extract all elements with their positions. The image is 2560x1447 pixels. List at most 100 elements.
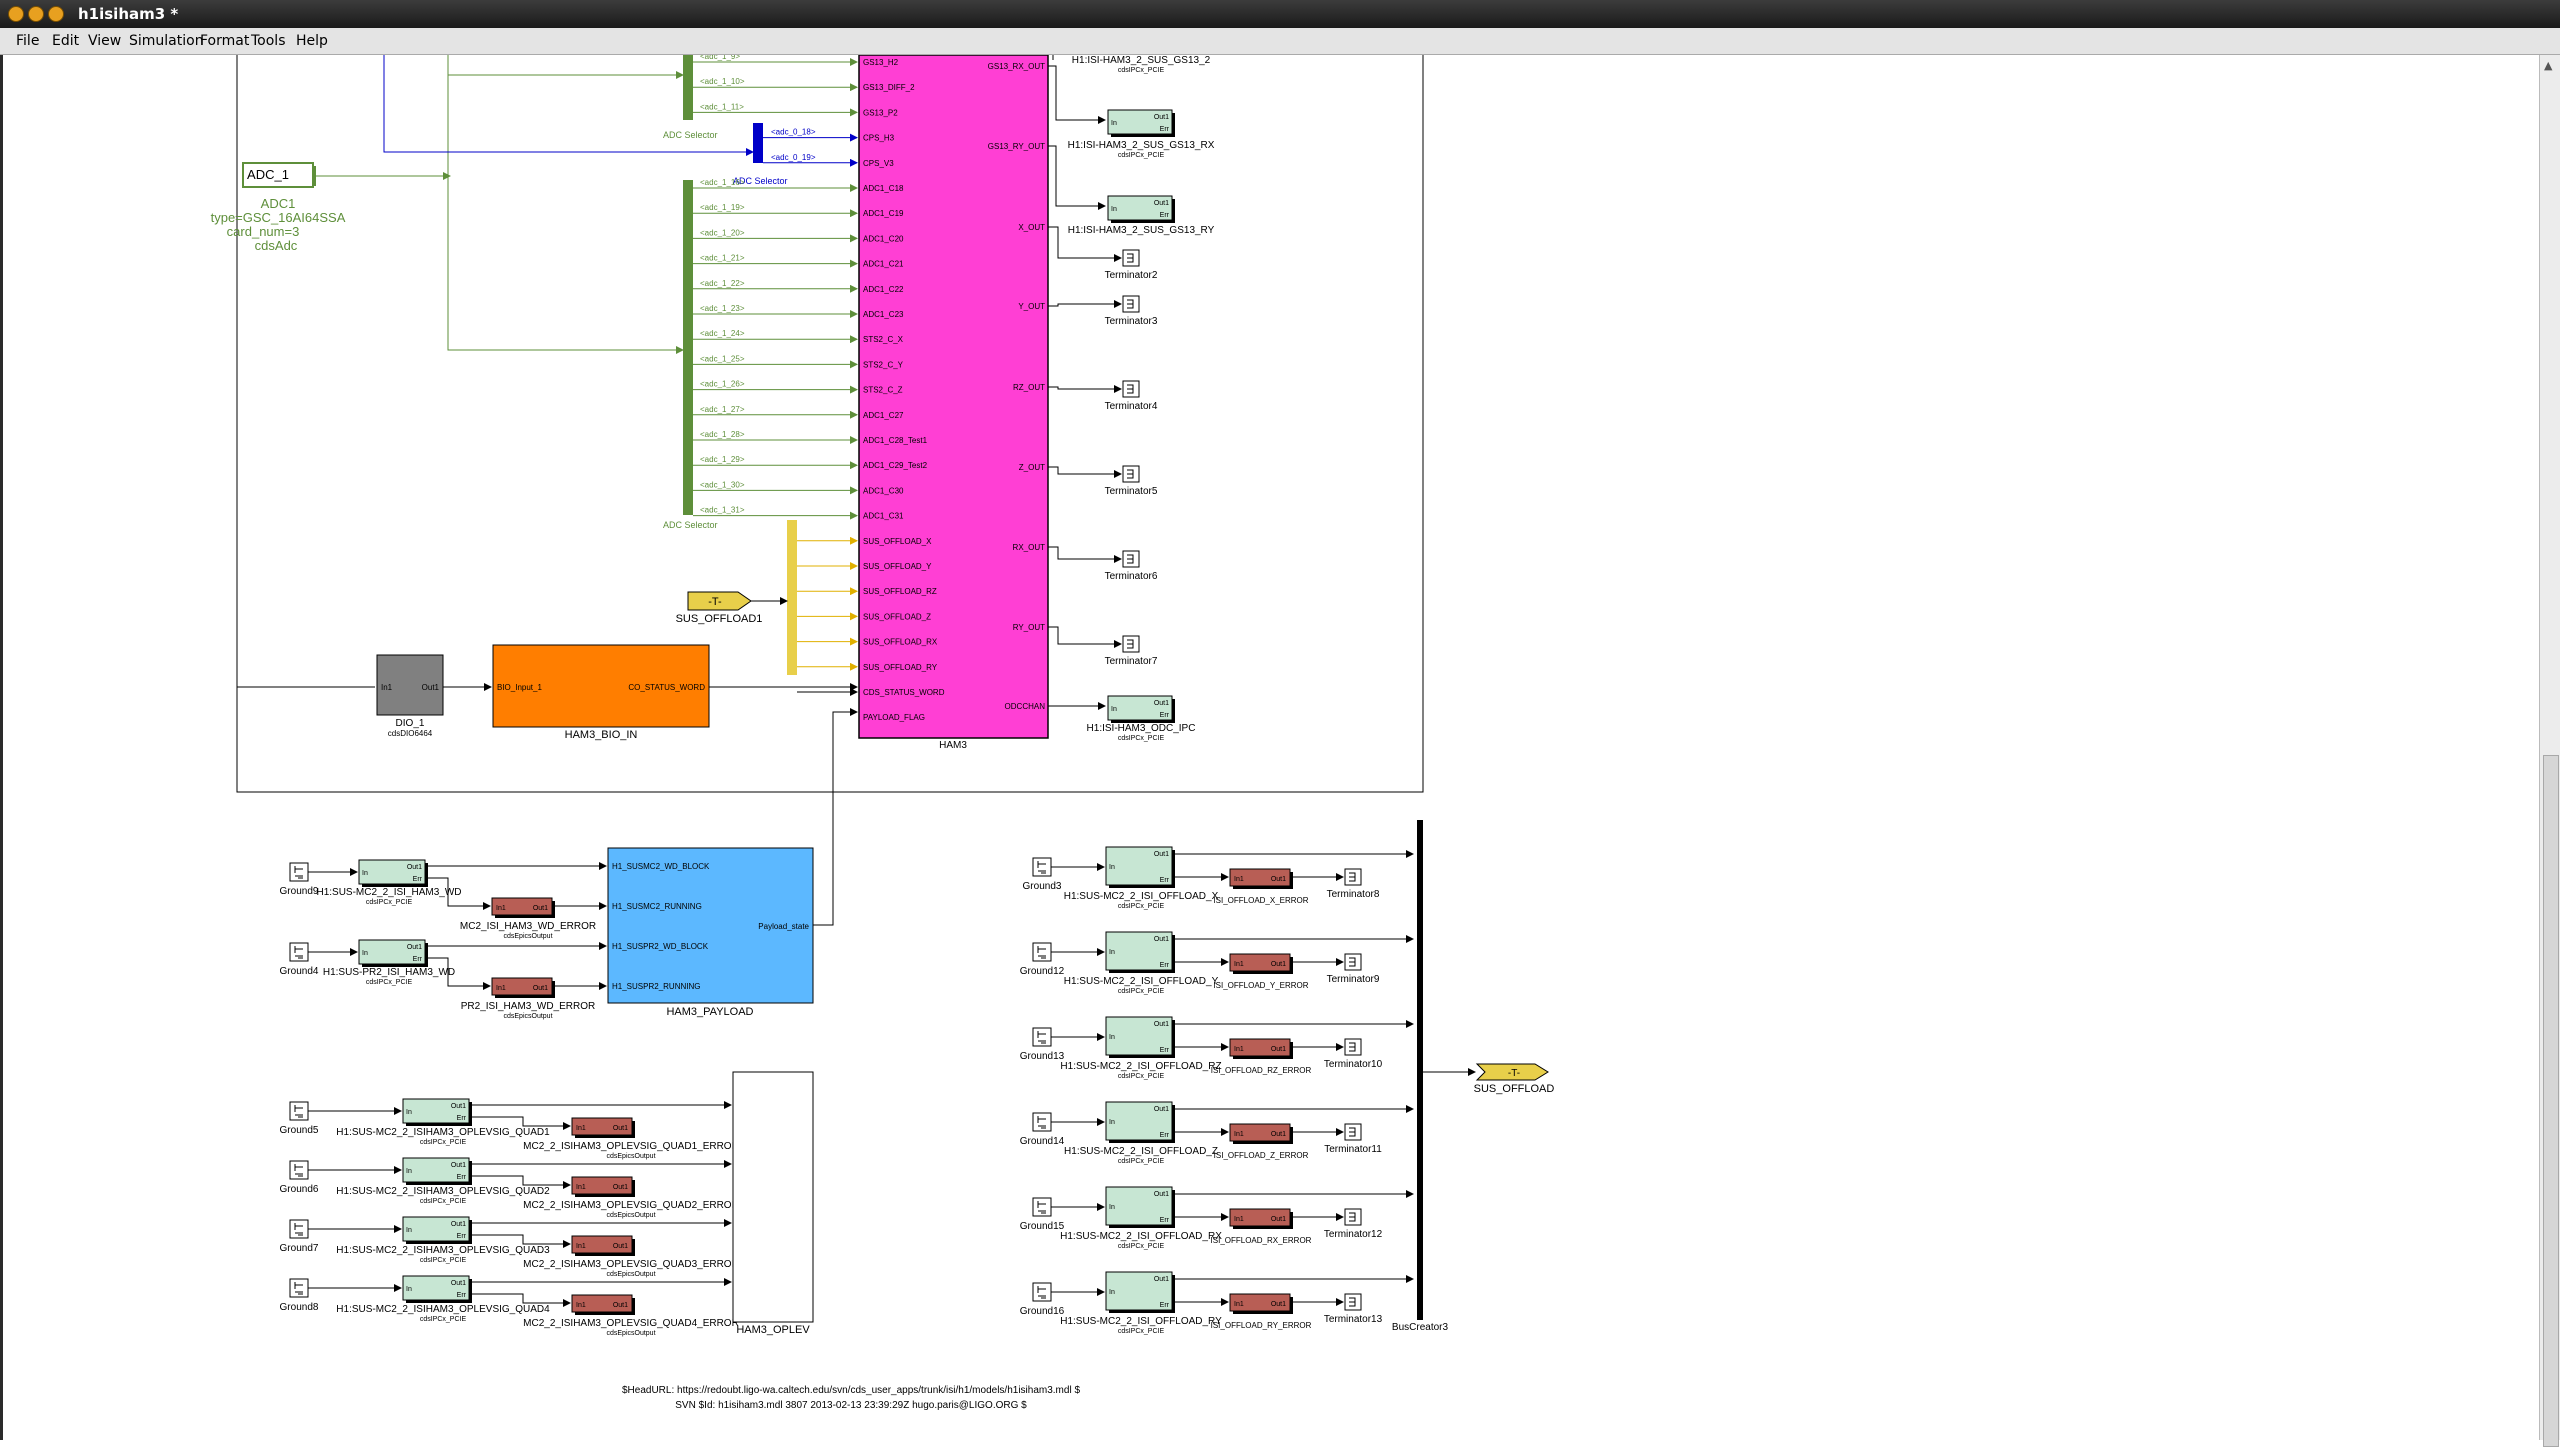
terminator-block[interactable]: Terminator6 — [1105, 550, 1158, 582]
adc-lib: cdsAdc — [255, 238, 298, 253]
offload-demux[interactable] — [787, 520, 797, 675]
ham3-input-port-label: SUS_OFFLOAD_RZ — [863, 587, 937, 596]
ground-block[interactable]: Ground15 — [1020, 1197, 1065, 1232]
ipc-block[interactable]: InOut1ErrH1:SUS-MC2_2_ISI_HAM3_WDcdsIPCx… — [316, 859, 462, 906]
vertical-scrollbar[interactable]: ▲ — [2539, 55, 2560, 1447]
ground-block[interactable]: Ground12 — [1020, 942, 1065, 977]
oplev-epics-label: H1:SUS-MC2_2_ISIHAM3_OPLEVSIG_QUAD1 — [336, 1127, 550, 1138]
terminator-block[interactable]: Terminator12 — [1324, 1208, 1383, 1240]
ipc-label: H1:SUS-PR2_ISI_HAM3_WD — [323, 967, 455, 978]
terminator-block[interactable]: Terminator10 — [1324, 1038, 1383, 1070]
menu-edit[interactable]: Edit — [52, 33, 80, 49]
minimize-window-icon[interactable] — [28, 6, 44, 22]
terminator-label: Terminator3 — [1105, 316, 1158, 327]
ground-block[interactable]: Ground5 — [280, 1101, 319, 1136]
terminator-block[interactable]: Terminator11 — [1324, 1123, 1382, 1155]
ground-block[interactable]: Ground4 — [280, 942, 319, 977]
from-tag-sus-offload1[interactable]: -T- SUS_OFFLOAD1 — [676, 591, 788, 625]
menu-file[interactable]: File — [16, 33, 40, 49]
model-canvas[interactable] — [0, 55, 2539, 1440]
close-window-icon[interactable] — [8, 6, 24, 22]
ground-block[interactable]: Ground13 — [1020, 1027, 1065, 1062]
from-tag-symbol: -T- — [708, 596, 722, 608]
ham3-oplev-block[interactable]: HAM3_OPLEV — [732, 1071, 814, 1336]
payload-input-port-label: H1_SUSPR2_RUNNING — [612, 982, 700, 991]
menu-format[interactable]: Format — [200, 33, 250, 49]
ipc-block[interactable]: InOut1ErrH1:SUS-PR2_ISI_HAM3_WDcdsIPCx_P… — [323, 939, 455, 986]
terminator-block[interactable]: Terminator9 — [1327, 953, 1380, 985]
title-bar: h1isiham3 * — [0, 0, 2560, 28]
adc-selector-top[interactable]: ADC Selector — [663, 55, 718, 140]
err-out-port: Out1 — [613, 1243, 628, 1250]
terminator-block[interactable]: Terminator4 — [1105, 380, 1158, 412]
terminator-block[interactable]: Terminator5 — [1105, 465, 1158, 497]
ground-block[interactable]: Ground7 — [280, 1219, 319, 1254]
scrollbar-thumb[interactable] — [2543, 755, 2559, 1447]
dio-block[interactable]: In1 Out1 DIO_1 cdsDIO6464 — [376, 654, 444, 738]
err-in-port: In1 — [1234, 1301, 1244, 1308]
ground-block[interactable]: Ground16 — [1020, 1282, 1065, 1317]
signal-line — [1048, 226, 1122, 262]
adc-selector-main[interactable]: ADC Selector — [663, 180, 718, 530]
menu-help[interactable]: Help — [296, 33, 328, 49]
ipc-out-port: Out1 — [451, 1221, 466, 1228]
selector-blue-outputs: <adc_0_18><adc_0_19> — [763, 128, 858, 167]
offload-epics-sub: cdsIPCx_PCIE — [1118, 903, 1165, 910]
selector-channel-label: <adc_1_27> — [700, 405, 745, 414]
payload-input-port-label: H1_SUSMC2_WD_BLOCK — [612, 862, 710, 871]
offload-epics-label: H1:SUS-MC2_2_ISI_OFFLOAD_Y — [1064, 976, 1219, 987]
terminator-block[interactable]: Terminator13 — [1324, 1293, 1383, 1325]
ham3-subsystem[interactable]: HAM3 — [858, 55, 1049, 751]
goto-sus-offload[interactable]: -T- SUS_OFFLOAD — [1474, 1063, 1555, 1095]
ground-block[interactable]: Ground8 — [280, 1278, 319, 1313]
menu-simulation[interactable]: Simulation — [129, 33, 204, 49]
ground-block[interactable]: Ground6 — [280, 1160, 319, 1195]
ground-block[interactable]: Ground9 — [280, 862, 319, 897]
menu-tools[interactable]: Tools — [251, 33, 286, 49]
bio-block[interactable]: BIO_Input_1 CO_STATUS_WORD HAM3_BIO_IN — [492, 644, 710, 741]
terminator-block[interactable]: Terminator3 — [1105, 295, 1158, 327]
ham3-payload-block[interactable]: HAM3_PAYLOAD Payload_state — [607, 847, 814, 1018]
adc-selector-blue[interactable]: ADC Selector — [733, 123, 788, 186]
ipc-sublabel: cdsIPCx_PCIE — [366, 899, 413, 906]
menu-view[interactable]: View — [88, 33, 122, 49]
ground-block[interactable]: Ground3 — [1023, 857, 1062, 892]
bio-name: HAM3_BIO_IN — [565, 729, 638, 741]
maximize-window-icon[interactable] — [48, 6, 64, 22]
terminator-block[interactable]: Terminator2 — [1105, 249, 1158, 281]
scroll-up-icon[interactable]: ▲ — [2544, 59, 2553, 72]
ipc-label: H1:SUS-MC2_2_ISI_HAM3_WD — [316, 887, 461, 898]
ground-block[interactable]: Ground14 — [1020, 1112, 1065, 1147]
terminator-block[interactable]: Terminator7 — [1105, 635, 1158, 667]
gs13-ry-label: H1:ISI-HAM3_2_SUS_GS13_RY — [1068, 225, 1215, 236]
adc-block[interactable]: ADC_1 ADC1 type=GSC_16AI64SSA card_num=3… — [211, 162, 346, 253]
terminator-block[interactable]: Terminator8 — [1327, 868, 1380, 900]
ham3-input-port-label: STS2_C_Y — [863, 360, 904, 369]
bus-creator[interactable]: BusCreator3 — [1392, 820, 1449, 1333]
